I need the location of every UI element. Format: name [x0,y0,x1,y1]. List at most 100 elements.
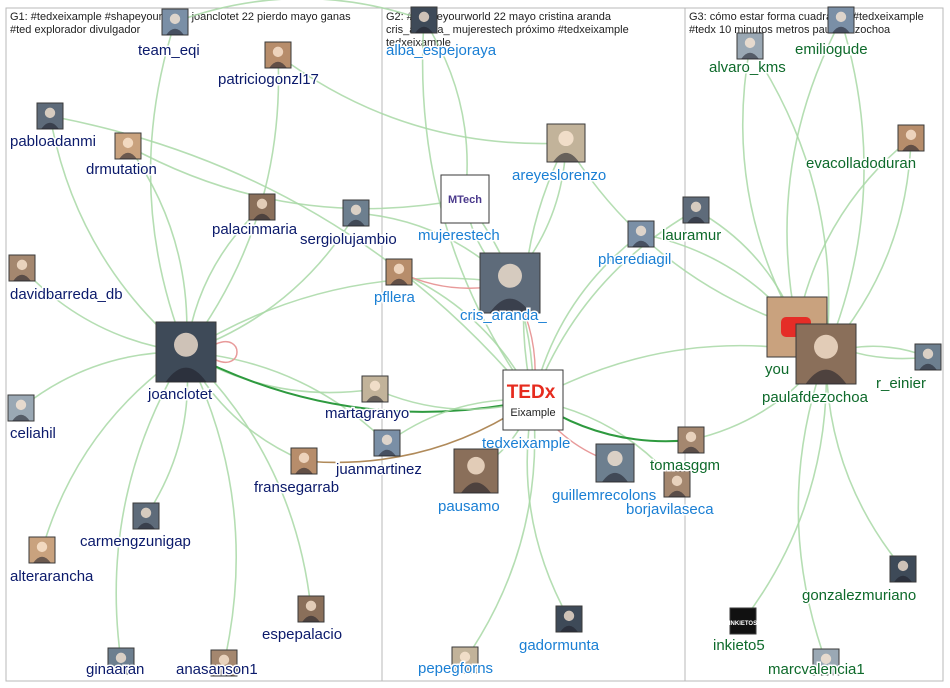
node-avatar-inkieto5 [729,607,757,635]
edge-pepegforns-to-tedxeixample [464,398,540,661]
node-label-halo-marcvalencia1: marcvalencia1 [768,661,865,678]
node-label-lauramur: lauramur [662,227,721,244]
node-avatar-head-tomasggm [685,431,697,443]
node-label-gadormunta: gadormunta [519,637,600,654]
node-label-evacolladoduran: evacolladoduran [806,155,916,172]
node-label-halo-pfllera: pfllera [374,289,416,306]
node-avatar-head-espepalacio [305,600,317,612]
node-label-halo-pausamo: pausamo [438,498,500,515]
node-label-gonzalezmuriano: gonzalezmuriano [802,587,916,604]
node-label-halo-gonzalezmuriano: gonzalezmuriano [802,587,916,604]
edge-areyeslorenzo-to-youtube [565,142,799,330]
group-header-g2-line-2: cris_aranda_ mujerestech próximo #tedxei… [386,24,629,36]
node-avatar-head-evacolladoduran [905,129,917,141]
node-avatar-head-pabloadanmi [44,107,56,119]
node-label-fransegarrab: fransegarrab [254,479,339,496]
edge-marcvalencia1-to-paulafdezochoa [797,352,828,663]
node-label-halo-drmutation: drmutation [86,161,157,178]
node-avatar-body-joanclotet [165,367,207,382]
edge-team_eqi-to-alba_espejoraya [174,0,426,23]
node-label-halo-pherediagil: pherediagil [598,251,671,268]
node-cris_aranda_[interactable]: cris_aranda_cris_aranda_ [459,252,549,326]
node-label-celiahil: celiahil [10,425,56,442]
node-label-halo-paulafdezochoa: paulafdezochoa [762,389,869,406]
node-avatar-body-emiliogude [832,26,850,33]
edge-patriciogonzl17-to-areyeslorenzo [277,54,568,150]
group-header-g3: G3: cómo estar forma cuadrados #tedxeixa… [689,11,927,36]
node-avatar-head-pfllera [393,263,405,275]
node-avatar-head-anasanson1 [218,654,230,666]
node-avatar-head-pherediagil [635,225,647,237]
node-avatar-head-drmutation [122,137,134,149]
tedx-logo-subtext: Eixample [510,407,555,419]
node-label-emiliogude: emiliogude [795,41,868,58]
node-label-halo-ginaaran: ginaaran [86,661,144,678]
node-label-carmengzunigap: carmengzunigap [80,533,191,550]
node-label-anasanson1: anasanson1 [176,661,258,678]
node-label-tomasggm: tomasggm [650,457,720,474]
edge-inkieto5-to-paulafdezochoa [742,352,833,622]
node-label-pepegforns: pepegforns [418,660,493,677]
node-avatar-body-pepegforns [456,666,474,673]
node-avatar-head-cris_aranda_ [498,263,522,288]
node-avatar-head-martagranyo [369,380,381,392]
node-label-martagranyo: martagranyo [325,405,409,422]
node-label-youtube: you [765,361,789,378]
node-label-borjavilaseca: borjavilaseca [626,501,714,518]
edge-alvaro_kms-to-paulafdezochoa [749,45,833,356]
node-avatar-body-cris_aranda_ [489,298,531,313]
node-label-paulafdezochoa: paulafdezochoa [762,389,869,406]
node-label-r_einier: r_einier [876,375,926,392]
node-label-alvaro_kms: alvaro_kms [709,59,786,76]
node-avatar-head-celiahil [15,399,27,411]
node-label-halo-team_eqi: team_eqi [138,42,200,59]
node-avatar-body-alterarancha [33,556,51,563]
node-avatar-head-sergiolujambio [350,204,362,216]
node-label-drmutation: drmutation [86,161,157,178]
node-label-halo-tedxeixample: tedxeixample [482,435,570,452]
node-label-halo-martagranyo: martagranyo [325,405,409,422]
node-avatar-tedxeixample [502,369,564,431]
node-avatar-head-pausamo [467,456,485,475]
node-avatar-head-team_eqi [169,13,181,25]
